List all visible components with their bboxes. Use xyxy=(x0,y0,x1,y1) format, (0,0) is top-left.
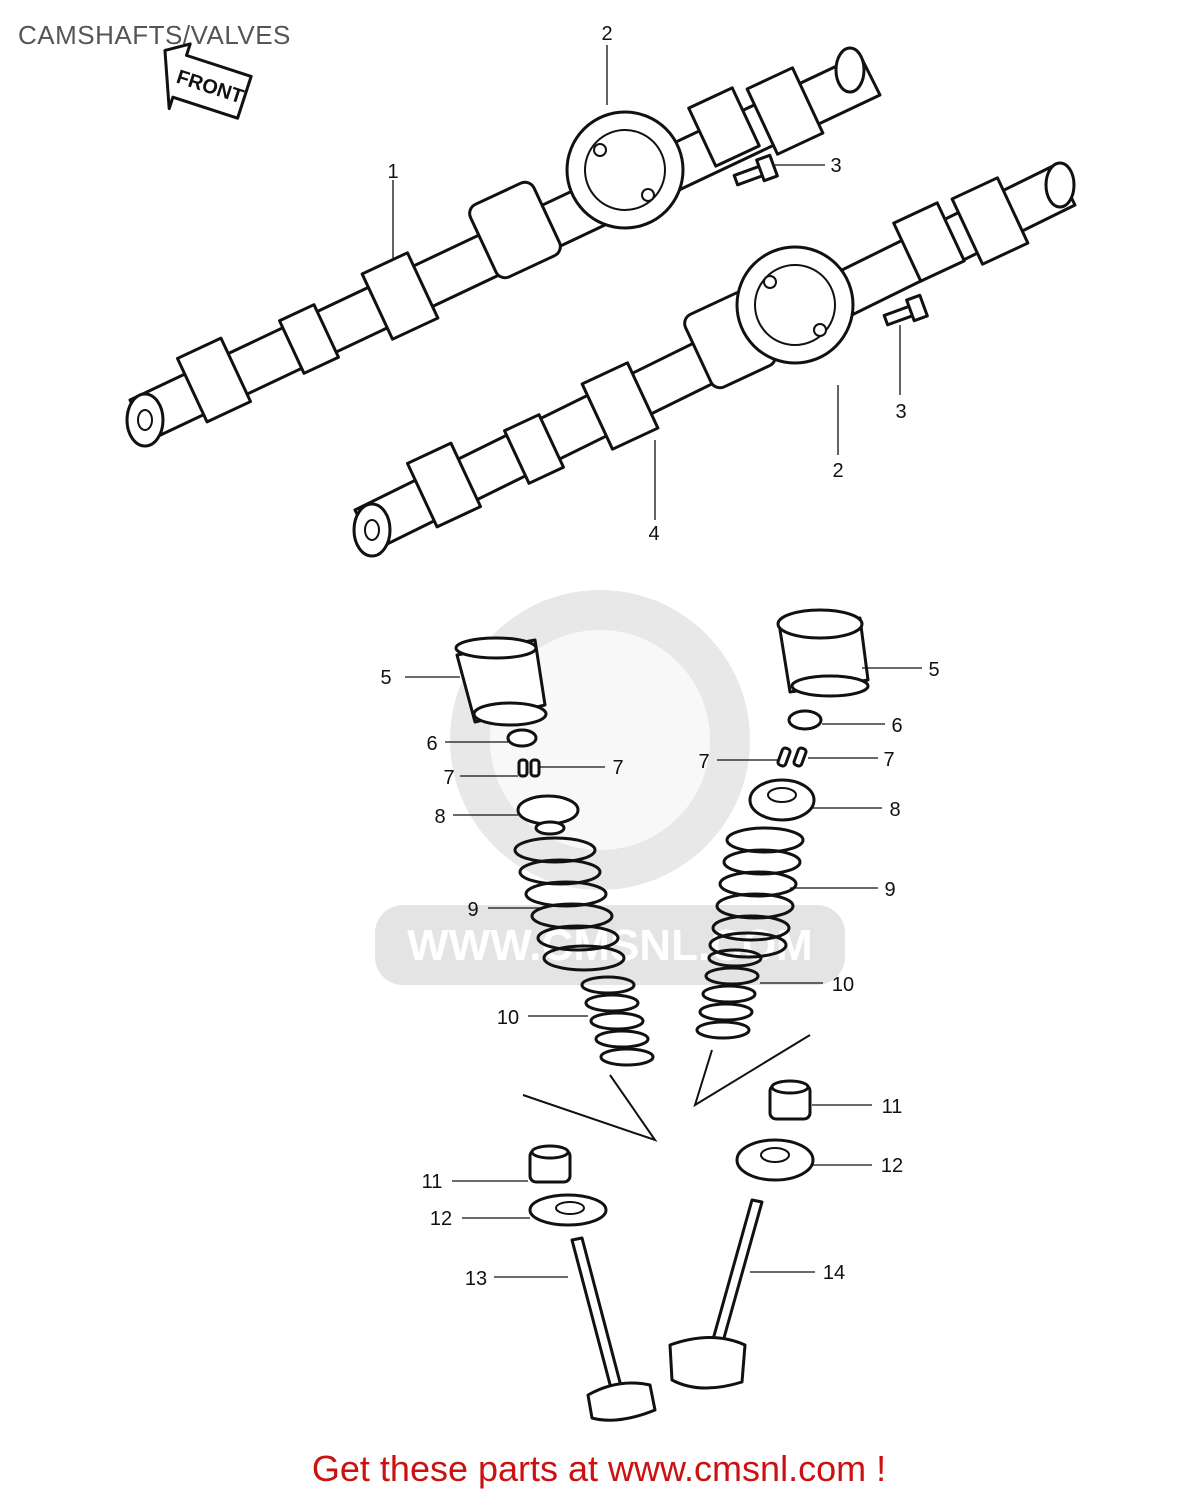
spring-seat-left xyxy=(528,1193,608,1227)
callout-8-left: 8 xyxy=(434,806,445,828)
camshafts-valves-diagram: WWW.CMSNL.COM FRONT xyxy=(125,23,1077,1422)
exhaust-valve xyxy=(570,1236,657,1422)
cmsnl-link[interactable]: Get these parts at www.cmsnl.com ! xyxy=(311,1448,887,1489)
leader-lines xyxy=(392,45,922,1278)
callout-7-left-a: 7 xyxy=(443,767,454,789)
tappet-right xyxy=(776,608,870,698)
collet-left xyxy=(517,758,541,778)
callout-12-right: 12 xyxy=(881,1155,903,1177)
outer-spring-left xyxy=(513,836,626,972)
inner-spring-left xyxy=(580,975,655,1067)
callout-6-left: 6 xyxy=(426,733,437,755)
callout-13: 13 xyxy=(465,1268,487,1290)
callout-8-right: 8 xyxy=(889,799,900,821)
callout-7-left-b: 7 xyxy=(612,757,623,779)
callout-9-left: 9 xyxy=(467,899,478,921)
shim-left xyxy=(506,728,538,748)
spring-retainer-left xyxy=(516,794,580,836)
callout-12-left: 12 xyxy=(430,1208,452,1230)
shim-right xyxy=(787,709,823,731)
callout-labels: 1 2 3 3 2 4 5 5 6 6 7 7 7 7 8 8 9 9 10 1… xyxy=(380,23,939,1290)
page-title: CAMSHAFTS/VALVES xyxy=(18,20,291,50)
callout-3-top: 3 xyxy=(830,155,841,177)
camshaft-sprocket-a xyxy=(565,110,685,230)
spring-retainer-right xyxy=(748,778,816,822)
callout-5-right: 5 xyxy=(928,659,939,681)
assembly-bracket-right xyxy=(693,1034,811,1108)
bolt-a xyxy=(732,153,779,187)
callout-7-right-a: 7 xyxy=(698,751,709,773)
callout-5-left: 5 xyxy=(380,667,391,689)
callout-2-bottom: 2 xyxy=(832,460,843,482)
camshaft-sprocket-b xyxy=(735,245,855,365)
callout-6-right: 6 xyxy=(891,715,902,737)
intake-valve xyxy=(668,1198,764,1390)
call-to-action: Get these parts at www.cmsnl.com ! xyxy=(0,1448,1198,1490)
callout-3-bottom: 3 xyxy=(895,401,906,423)
tappet-left xyxy=(454,636,548,727)
stem-seal-left xyxy=(528,1144,572,1184)
callout-9-right: 9 xyxy=(884,879,895,901)
callout-2-top: 2 xyxy=(601,23,612,45)
callout-1: 1 xyxy=(387,161,398,183)
callout-11-left: 11 xyxy=(422,1171,443,1193)
front-arrow-icon: FRONT xyxy=(163,42,253,120)
callout-10-left: 10 xyxy=(497,1007,519,1029)
callout-14: 14 xyxy=(823,1262,845,1284)
assembly-bracket-left xyxy=(522,1074,658,1142)
camshaft-4 xyxy=(352,161,1077,558)
callout-11-right: 11 xyxy=(882,1096,903,1118)
callout-10-right: 10 xyxy=(832,974,854,996)
outer-spring-right xyxy=(708,826,805,959)
stem-seal-right xyxy=(768,1079,812,1121)
collet-right xyxy=(776,746,808,768)
callout-7-right-b: 7 xyxy=(883,749,894,771)
spring-seat-right xyxy=(735,1138,815,1182)
inner-spring-right xyxy=(695,948,763,1040)
bolt-b xyxy=(882,293,929,327)
callout-4: 4 xyxy=(648,523,659,545)
